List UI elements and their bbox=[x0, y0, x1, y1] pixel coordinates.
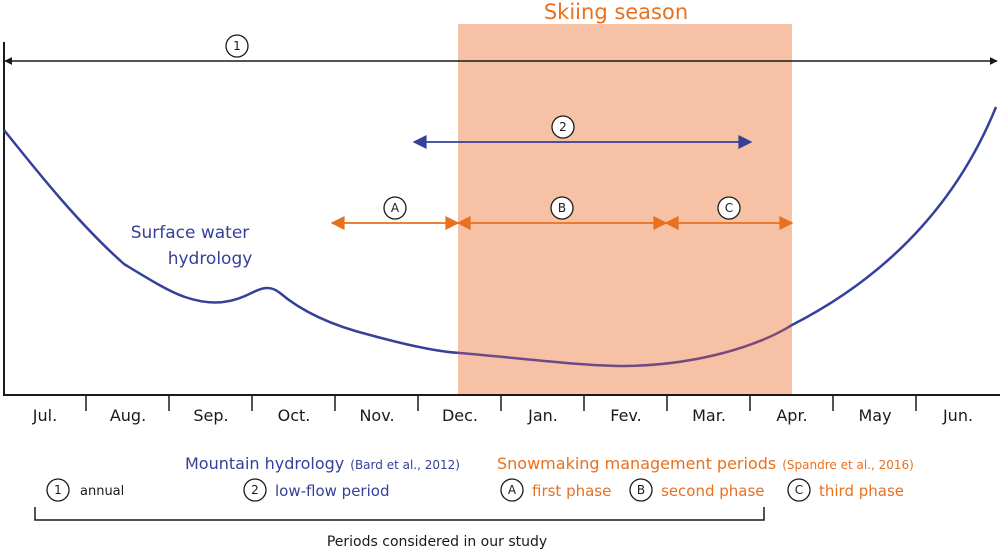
legend-item-2-label: low-flow period bbox=[275, 482, 389, 500]
month-label-apr: Apr. bbox=[776, 406, 807, 425]
period-1-label: 1 bbox=[233, 39, 241, 53]
curve-label-line1: Surface water bbox=[131, 223, 250, 243]
legend-item-c-circle bbox=[787, 478, 811, 502]
legend-mountain-title: Mountain hydrology bbox=[185, 454, 344, 473]
phase-c-circle bbox=[717, 196, 741, 220]
phase-a-circle bbox=[383, 196, 407, 220]
legend-item-a-label: first phase bbox=[532, 482, 611, 500]
legend-item-b-circle bbox=[629, 478, 653, 502]
surface-water-hydrology-curve bbox=[3, 106, 998, 368]
month-label-nov: Nov. bbox=[359, 406, 394, 425]
legend-item-b-label: second phase bbox=[661, 482, 765, 500]
legend-snowmaking-title: Snowmaking management periods bbox=[497, 454, 776, 473]
month-label-sep: Sep. bbox=[193, 406, 228, 425]
legend-mountain-ref: (Bard et al., 2012) bbox=[350, 458, 460, 472]
period-1-circle bbox=[225, 34, 249, 58]
month-label-aug: Aug. bbox=[110, 406, 146, 425]
month-label-jul: Jul. bbox=[32, 406, 57, 425]
month-label-fev: Fev. bbox=[610, 406, 641, 425]
legend-snowmaking-heading: Snowmaking management periods (Spandre et… bbox=[497, 454, 914, 473]
month-ticks bbox=[85, 395, 917, 411]
legend-item-c-symbol: C bbox=[795, 483, 803, 497]
legend-item-1-symbol: 1 bbox=[54, 483, 62, 497]
month-label-may: May bbox=[858, 406, 891, 425]
skiing-season-label: Skiing season bbox=[544, 0, 688, 24]
curve-label-line2: hydrology bbox=[168, 249, 253, 269]
legend-item-2-circle bbox=[243, 478, 267, 502]
period-2-circle bbox=[551, 115, 575, 139]
legend-item-c-label: third phase bbox=[819, 482, 904, 500]
phase-b-label: B bbox=[558, 201, 566, 215]
month-label-jun: Jun. bbox=[942, 406, 973, 425]
legend-snowmaking-ref: (Spandre et al., 2016) bbox=[782, 458, 914, 472]
phase-b-circle bbox=[550, 196, 574, 220]
skiing-season-band bbox=[458, 24, 792, 395]
month-label-oct: Oct. bbox=[278, 406, 311, 425]
study-periods-bracket bbox=[34, 507, 765, 521]
legend-item-2-symbol: 2 bbox=[251, 483, 259, 497]
month-label-dec: Dec. bbox=[442, 406, 478, 425]
legend-item-1-circle bbox=[46, 478, 70, 502]
legend-item-a-symbol: A bbox=[508, 483, 517, 497]
month-labels: Jul. Aug. Sep. Oct. Nov. Dec. Jan. Fev. … bbox=[32, 406, 973, 425]
period-2-label: 2 bbox=[559, 120, 567, 134]
phase-a-label: A bbox=[391, 201, 400, 215]
month-label-mar: Mar. bbox=[692, 406, 726, 425]
study-periods-label: Periods considered in our study bbox=[327, 534, 547, 550]
month-label-jan: Jan. bbox=[527, 406, 558, 425]
legend-mountain-heading: Mountain hydrology (Bard et al., 2012) bbox=[185, 454, 460, 473]
legend-item-1-label: annual bbox=[80, 484, 124, 499]
phase-c-label: C bbox=[725, 201, 733, 215]
legend-item-b-symbol: B bbox=[637, 483, 645, 497]
legend-item-a-circle bbox=[500, 478, 524, 502]
